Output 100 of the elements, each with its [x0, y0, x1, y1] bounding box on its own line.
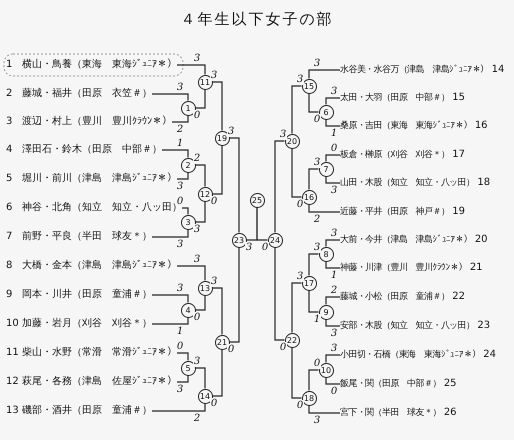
- entry-number: 17: [452, 149, 465, 161]
- entry-name: 岡本・川井（田原 童浦＃）: [22, 289, 152, 301]
- bracket-line: [182, 207, 189, 214]
- bracket-line: [212, 146, 223, 195]
- bracket-line: [325, 262, 340, 269]
- bracket-line: [152, 93, 189, 100]
- bracket-line: [325, 378, 340, 385]
- title: ４年生以下女子の部: [180, 10, 334, 29]
- bracket-line: [291, 85, 302, 134]
- score-label: 0: [210, 398, 218, 408]
- bracket-line: [325, 176, 340, 184]
- match-number: 22: [284, 332, 300, 348]
- entry-number: 5: [6, 173, 12, 185]
- score-label: 3: [312, 414, 322, 426]
- entry-number: 12: [6, 376, 19, 388]
- entry-number: 7: [6, 231, 12, 243]
- entry-number: 9: [6, 289, 12, 301]
- bracket-line: [291, 348, 302, 399]
- bracket-line: [308, 369, 318, 390]
- match-number: 8: [318, 246, 334, 262]
- match-number: 3: [180, 214, 196, 230]
- bracket-line: [196, 296, 206, 311]
- bracket-line: [212, 350, 223, 397]
- entry-number: 1: [6, 59, 12, 71]
- score-label: 3: [312, 242, 322, 252]
- score-label: 3: [176, 384, 184, 394]
- match-number: 7: [318, 162, 334, 176]
- bracket-line: [196, 90, 206, 109]
- score-label: 0: [192, 110, 202, 120]
- score-label: 3: [296, 270, 304, 282]
- bracket-line: [308, 204, 340, 213]
- bracket-line: [325, 354, 340, 362]
- entry-name: 磯部・酒井（田原 童浦＃）: [22, 405, 152, 417]
- entry-number: 22: [452, 291, 465, 303]
- score-label: 0: [330, 142, 338, 154]
- bracket-line: [177, 64, 206, 74]
- entry-number: 16: [474, 120, 488, 132]
- score-label: 3: [312, 156, 322, 168]
- match-number: 20: [284, 134, 300, 148]
- score-label: 1: [330, 270, 338, 280]
- entry-name: 前野・平良（半田 球友＊）: [22, 231, 152, 243]
- match-number: 5: [180, 360, 196, 376]
- score-label: 3: [210, 276, 218, 286]
- entry-name: 藤城・小松（田原 童浦＃）: [340, 291, 450, 303]
- bracket-line: [274, 140, 284, 232]
- bracket-line: [325, 296, 340, 304]
- bracket-line: [308, 69, 340, 78]
- score-label: 1: [176, 326, 184, 336]
- bracket-line: [325, 320, 340, 327]
- score-label: 1: [330, 128, 338, 138]
- match-number: 13: [198, 280, 212, 296]
- bracket-line: [196, 202, 206, 223]
- bracket-line: [274, 248, 284, 341]
- entry-name: 太田・大羽（田原 中部＃）: [340, 92, 450, 104]
- score-label: 0: [312, 358, 322, 368]
- bracket-line: [308, 94, 318, 113]
- score-label: 3: [176, 82, 184, 92]
- bracket-line: [308, 253, 318, 276]
- score-label: 3: [210, 70, 218, 80]
- score-label: 3: [330, 328, 338, 338]
- score-label: 0: [260, 242, 270, 252]
- entry-number: 2: [6, 88, 12, 100]
- entry-number: 25: [444, 378, 457, 390]
- match-number: 2: [180, 158, 196, 172]
- entry-name: 神藤・川津（豊川 豊川ｸﾗｳﾝ＊）: [340, 262, 467, 274]
- score-label: 0: [296, 198, 304, 210]
- score-label: 0: [330, 386, 338, 396]
- entry-name: 藤城・福井（田原 衣笠＃）: [22, 88, 152, 100]
- match-number: 10: [318, 362, 334, 378]
- bracket-line: [172, 116, 189, 123]
- entry-number: 6: [6, 202, 12, 214]
- bracket-line: [230, 137, 240, 232]
- score-label: 1: [312, 314, 322, 324]
- match-number: 19: [214, 130, 230, 146]
- score-label: 3: [176, 180, 184, 192]
- bracket-line: [177, 376, 189, 383]
- entry-name: 宮下・関（半田 球友＊）: [340, 407, 441, 419]
- bracket-line: [212, 81, 223, 130]
- bracket-line: [291, 148, 302, 198]
- entry-number: 26: [444, 407, 457, 419]
- entry-name: 小田切・石橋（東海 東海ｼﾞｭﾆｱ＊）: [340, 349, 480, 361]
- match-number: 12: [198, 186, 212, 202]
- score-label: 3: [192, 356, 202, 366]
- score-label: 3: [330, 184, 338, 196]
- entry-number: 19: [452, 206, 465, 218]
- score-label: 2: [176, 124, 184, 134]
- bracket-line: [162, 149, 189, 158]
- score-label: 0: [226, 344, 236, 354]
- entry-number: 4: [6, 144, 12, 156]
- match-number: 1: [180, 100, 196, 116]
- score-label: 0: [312, 114, 322, 124]
- match-number: 23: [232, 232, 246, 248]
- score-label: 2: [330, 284, 338, 296]
- score-label: 3: [278, 128, 288, 140]
- entry-number: 18: [477, 177, 490, 189]
- bracket-line: [325, 120, 340, 127]
- entry-number: 21: [470, 262, 483, 274]
- bracket-line: [152, 230, 189, 238]
- bracket-line: [152, 318, 189, 325]
- bracket-line: [308, 168, 318, 190]
